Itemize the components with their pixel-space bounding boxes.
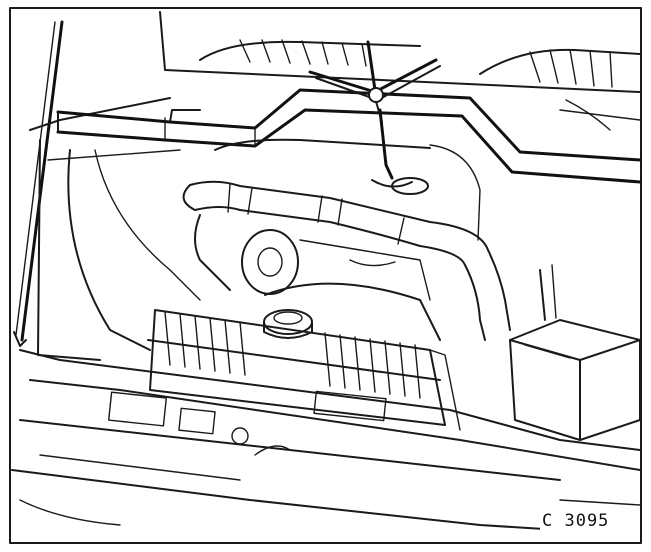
- bonnet-catch: [231, 427, 249, 445]
- front-panel: [11, 349, 641, 531]
- lifting-spindle: [308, 40, 441, 195]
- figure-caption: C 3095: [540, 511, 612, 531]
- engine-support-bar: [56, 88, 642, 184]
- upper-radiator-hose: [182, 180, 511, 341]
- panel-label-plate: [107, 391, 168, 427]
- spindle-nut: [368, 87, 384, 103]
- bulkhead: [159, 11, 641, 131]
- figure-border: [9, 7, 642, 544]
- alternator: [241, 229, 299, 295]
- engine-block: [194, 138, 481, 341]
- radiator-core: [147, 309, 461, 431]
- radiator-cap: [263, 309, 313, 339]
- bonnet-stay-rod: [13, 20, 64, 347]
- battery: [509, 264, 641, 441]
